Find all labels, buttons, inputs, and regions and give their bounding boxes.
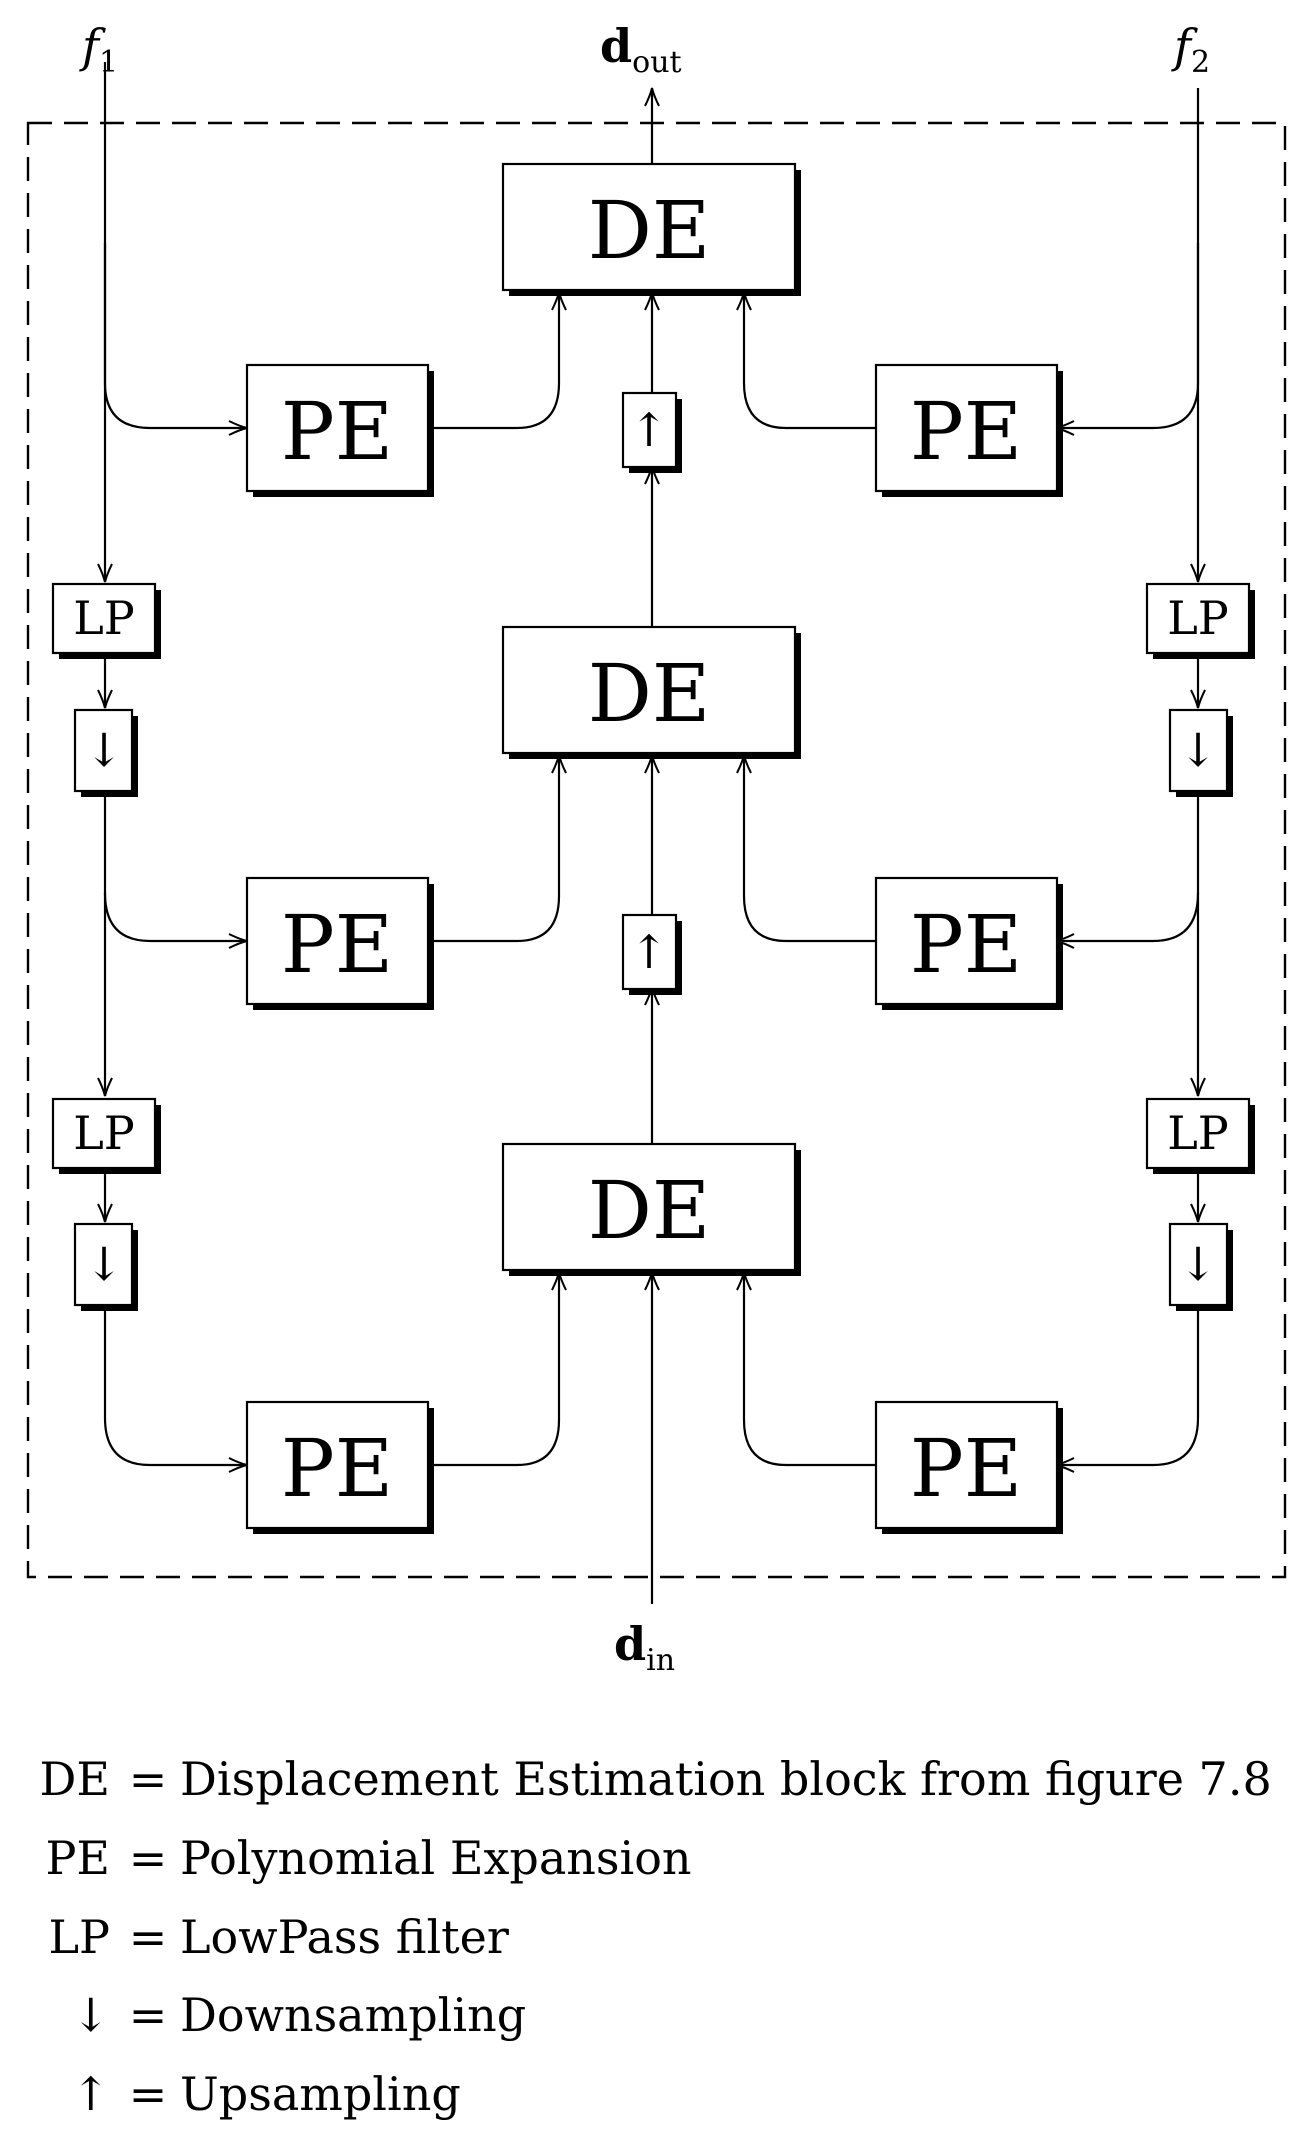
legend-symbol: LP	[49, 1910, 111, 1964]
downsample-block-right-bottom: ↓	[1168, 1222, 1233, 1311]
lp-block-label: LP	[73, 1106, 135, 1160]
pe-block-left-middle: PE	[245, 876, 434, 1010]
legend-equals: =	[129, 2067, 168, 2121]
input-d-in-label: din	[614, 1617, 675, 1678]
lp-block-label: LP	[1167, 591, 1229, 645]
lp-block-left-top: LP	[51, 582, 161, 659]
up-arrow-icon: ↑	[630, 925, 669, 979]
de-block-middle: DE	[501, 625, 801, 759]
down-arrow-icon: ↓	[1179, 1237, 1218, 1291]
pe-block-label: PE	[281, 898, 393, 991]
lp-block-label: LP	[1167, 1106, 1229, 1160]
legend-text: LowPass filter	[180, 1910, 509, 1964]
down-arrow-icon: ↓	[85, 723, 124, 777]
pe-block-right-bottom: PE	[874, 1400, 1063, 1534]
legend-text: Downsampling	[180, 1988, 526, 2042]
upsample-block-top: ↑	[621, 391, 682, 473]
up-arrow-icon: ↑	[630, 403, 669, 457]
legend-row: ↑ = Upsampling	[71, 2067, 460, 2121]
down-arrow-icon: ↓	[85, 1237, 124, 1291]
lp-block-left-bottom: LP	[51, 1097, 161, 1174]
downsample-block-left-top: ↓	[73, 708, 138, 797]
legend-text: Displacement Estimation block from figur…	[180, 1752, 1272, 1806]
pe-block-right-top: PE	[874, 363, 1063, 497]
legend-symbol: DE	[40, 1752, 110, 1806]
downsample-block-right-top: ↓	[1168, 708, 1233, 797]
pe-block-label: PE	[281, 1422, 393, 1515]
output-d-out-label: dout	[600, 19, 682, 80]
de-block-label: DE	[588, 184, 711, 277]
lp-block-label: LP	[73, 591, 135, 645]
legend-row: LP = LowPass filter	[49, 1910, 509, 1964]
legend-equals: =	[129, 1910, 168, 1964]
legend-row: DE = Displacement Estimation block from …	[40, 1752, 1272, 1806]
pe-block-label: PE	[910, 385, 1022, 478]
system-boundary	[26, 121, 1287, 1579]
pe-block-label: PE	[910, 898, 1022, 991]
de-block-label: DE	[588, 1164, 711, 1257]
de-block-bottom: DE	[501, 1142, 801, 1276]
pe-block-right-middle: PE	[874, 876, 1063, 1010]
de-block-top: DE	[501, 162, 801, 296]
input-f2-label: f2	[1171, 19, 1210, 80]
legend-equals: =	[129, 1752, 168, 1806]
down-arrow-icon: ↓	[1179, 723, 1218, 777]
connection-lines	[97, 62, 1206, 1604]
pe-block-left-top: PE	[245, 363, 434, 497]
upsample-block-bottom: ↑	[621, 913, 682, 995]
pe-block-label: PE	[910, 1422, 1022, 1515]
legend-row: ↓ = Downsampling	[71, 1988, 526, 2042]
legend-symbol: ↓	[71, 1988, 110, 2042]
input-f1-label: f1	[79, 19, 118, 80]
lp-block-right-top: LP	[1145, 582, 1255, 659]
legend-row: PE = Polynomial Expansion	[45, 1831, 691, 1885]
lp-block-right-bottom: LP	[1145, 1097, 1255, 1174]
pe-block-label: PE	[281, 385, 393, 478]
legend-symbol: ↑	[71, 2067, 110, 2121]
legend-text: Polynomial Expansion	[180, 1831, 692, 1885]
legend: DE = Displacement Estimation block from …	[40, 1752, 1272, 2121]
legend-text: Upsampling	[180, 2067, 461, 2121]
pe-block-left-bottom: PE	[245, 1400, 434, 1534]
legend-symbol: PE	[45, 1831, 110, 1885]
legend-equals: =	[129, 1831, 168, 1885]
downsample-block-left-bottom: ↓	[73, 1222, 138, 1311]
de-block-label: DE	[588, 647, 711, 740]
legend-equals: =	[129, 1988, 168, 2042]
